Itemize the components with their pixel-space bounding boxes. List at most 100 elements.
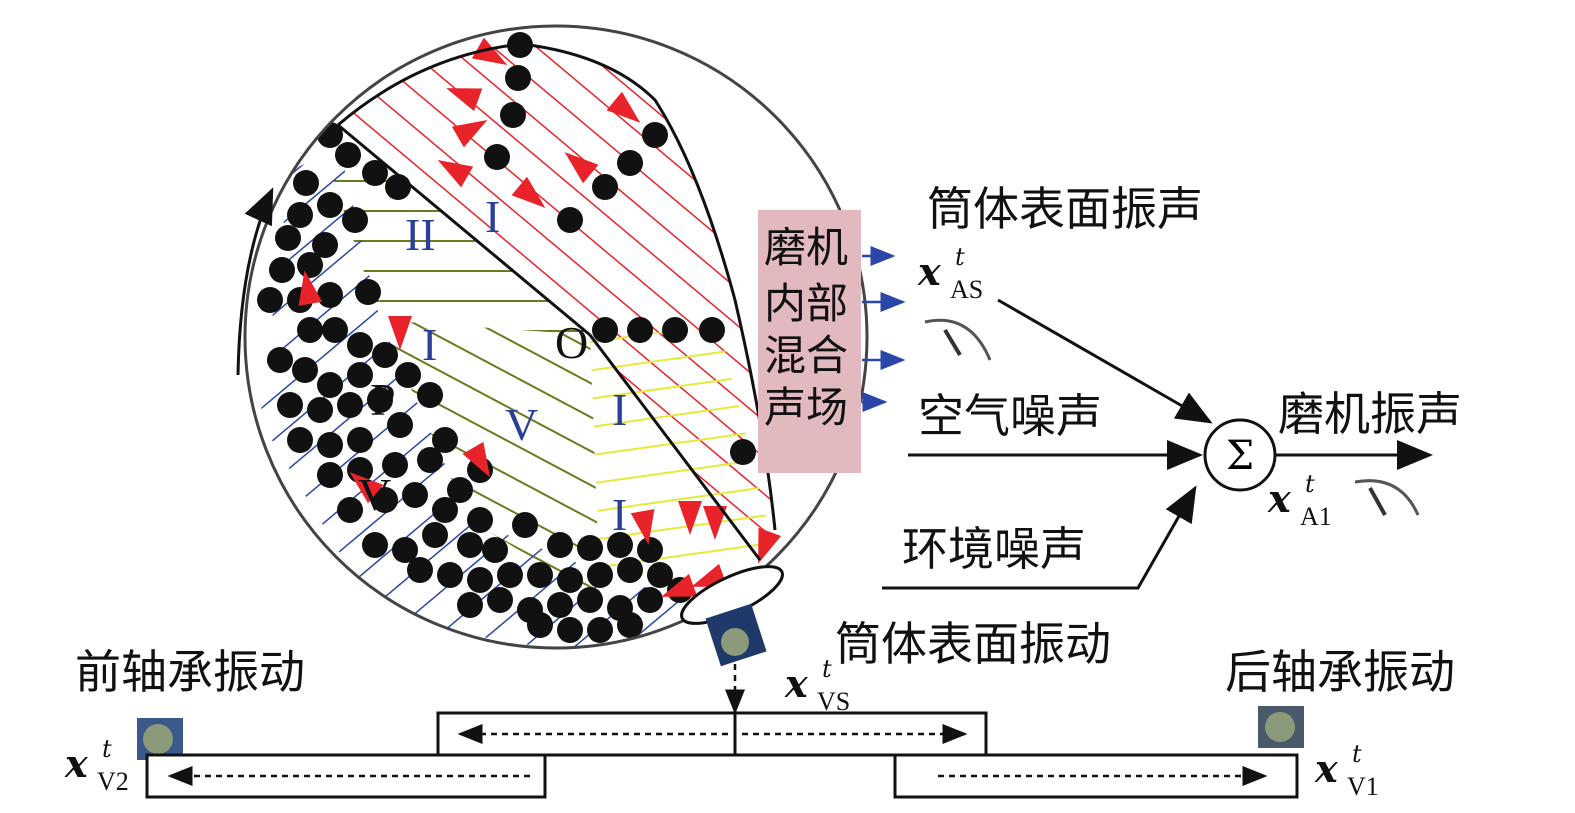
ball	[372, 342, 398, 368]
trajectory-arrowhead	[298, 270, 323, 306]
rotation-arrow	[236, 187, 274, 376]
sum-symbol: Σ	[1226, 433, 1254, 479]
ball	[592, 317, 618, 343]
rear-accelerometer-icon	[1258, 706, 1304, 748]
trajectory-arrowhead	[349, 472, 384, 504]
trajectory-arrowhead	[758, 527, 782, 564]
ball	[487, 587, 513, 613]
trajectory-arrowhead	[462, 441, 490, 478]
ball	[557, 617, 583, 643]
ball	[267, 347, 293, 373]
ball	[422, 522, 448, 548]
svg-text:t: t	[1352, 740, 1362, 768]
ball	[317, 192, 343, 218]
ball	[287, 427, 313, 453]
ball	[307, 397, 333, 423]
ball	[342, 207, 368, 233]
svg-text:V1: V1	[1347, 772, 1379, 801]
svg-text:x: x	[1314, 746, 1339, 791]
ball	[637, 587, 663, 613]
ball	[269, 257, 295, 283]
ball	[467, 567, 493, 593]
ball	[467, 507, 493, 533]
mill-shaft-layout	[145, 711, 1299, 799]
shell-sound-arrow	[997, 298, 1213, 424]
trajectory-arrowhead	[606, 91, 641, 123]
ball	[592, 174, 618, 200]
svg-text:t: t	[955, 243, 965, 271]
shell-vib-variable: x t VS	[784, 655, 850, 716]
rear-bearing-variable: x t V1	[1314, 740, 1379, 801]
region-label: V	[505, 399, 538, 450]
front-bearing-variable: x t V2	[64, 735, 129, 796]
ball	[447, 477, 473, 503]
region-label: I	[485, 191, 500, 242]
ball	[317, 372, 343, 398]
field-label-line: 混合	[764, 331, 848, 380]
ball	[417, 382, 443, 408]
ball	[642, 122, 668, 148]
ball	[527, 562, 553, 588]
ball	[312, 232, 338, 258]
ball	[387, 412, 413, 438]
ball	[557, 207, 583, 233]
shell-sound-label: 筒体表面振声	[927, 182, 1203, 236]
shell-accelerometer-icon	[705, 603, 767, 667]
svg-text:x: x	[784, 661, 809, 706]
svg-text:x: x	[1267, 476, 1292, 521]
ball	[293, 170, 319, 196]
ball	[617, 150, 643, 176]
ball	[347, 332, 373, 358]
mill-shell	[257, 32, 782, 648]
mill-sound-label: 磨机振声	[1278, 387, 1462, 441]
ball	[347, 427, 373, 453]
ball	[505, 65, 531, 91]
trajectory-arrowhead	[451, 120, 488, 148]
shoulder-line	[337, 123, 591, 337]
ball	[347, 362, 373, 388]
region-label: II	[405, 209, 436, 260]
ball	[362, 532, 388, 558]
rear-bearing-label: 后轴承振动	[1225, 645, 1455, 699]
ball	[457, 592, 483, 618]
air-noise-label: 空气噪声	[918, 389, 1102, 443]
trajectory-arrowhead	[661, 573, 698, 597]
ball	[275, 225, 301, 251]
blue-zone-charge	[260, 150, 690, 648]
ball	[392, 537, 418, 563]
ball	[362, 160, 388, 186]
svg-text:AS: AS	[950, 275, 983, 304]
svg-text:t: t	[102, 735, 112, 763]
ball	[730, 439, 756, 465]
region-label: I	[612, 384, 627, 435]
trajectory-arrowhead	[678, 501, 702, 535]
ball	[457, 532, 483, 558]
region-label: I	[422, 319, 437, 370]
microphone-icon	[924, 318, 992, 361]
ball	[385, 174, 411, 200]
mill-center-label: O	[555, 317, 588, 368]
trajectory-arrowhead	[564, 152, 599, 184]
ball	[297, 252, 323, 278]
ball	[699, 317, 725, 343]
svg-text:VS: VS	[817, 687, 850, 716]
env-noise-label: 环境噪声	[902, 522, 1086, 576]
region-label: I	[612, 489, 627, 540]
field-label-line: 磨机	[764, 223, 848, 272]
ball	[322, 317, 348, 343]
trajectory-arrowhead	[437, 160, 474, 188]
ball	[500, 102, 526, 128]
mill-sound-variable: x t A1	[1267, 470, 1332, 531]
ball	[607, 532, 633, 558]
trajectory-arrowhead	[511, 176, 546, 208]
svg-text:x: x	[64, 741, 89, 786]
shell-sound-variable: x t AS	[917, 243, 983, 304]
internal-sound-field-box	[758, 210, 861, 473]
trajectory-arrowhead	[630, 509, 655, 545]
ball	[547, 532, 573, 558]
ball	[587, 617, 613, 643]
ball	[547, 592, 573, 618]
ball	[627, 317, 653, 343]
ball	[527, 612, 553, 638]
